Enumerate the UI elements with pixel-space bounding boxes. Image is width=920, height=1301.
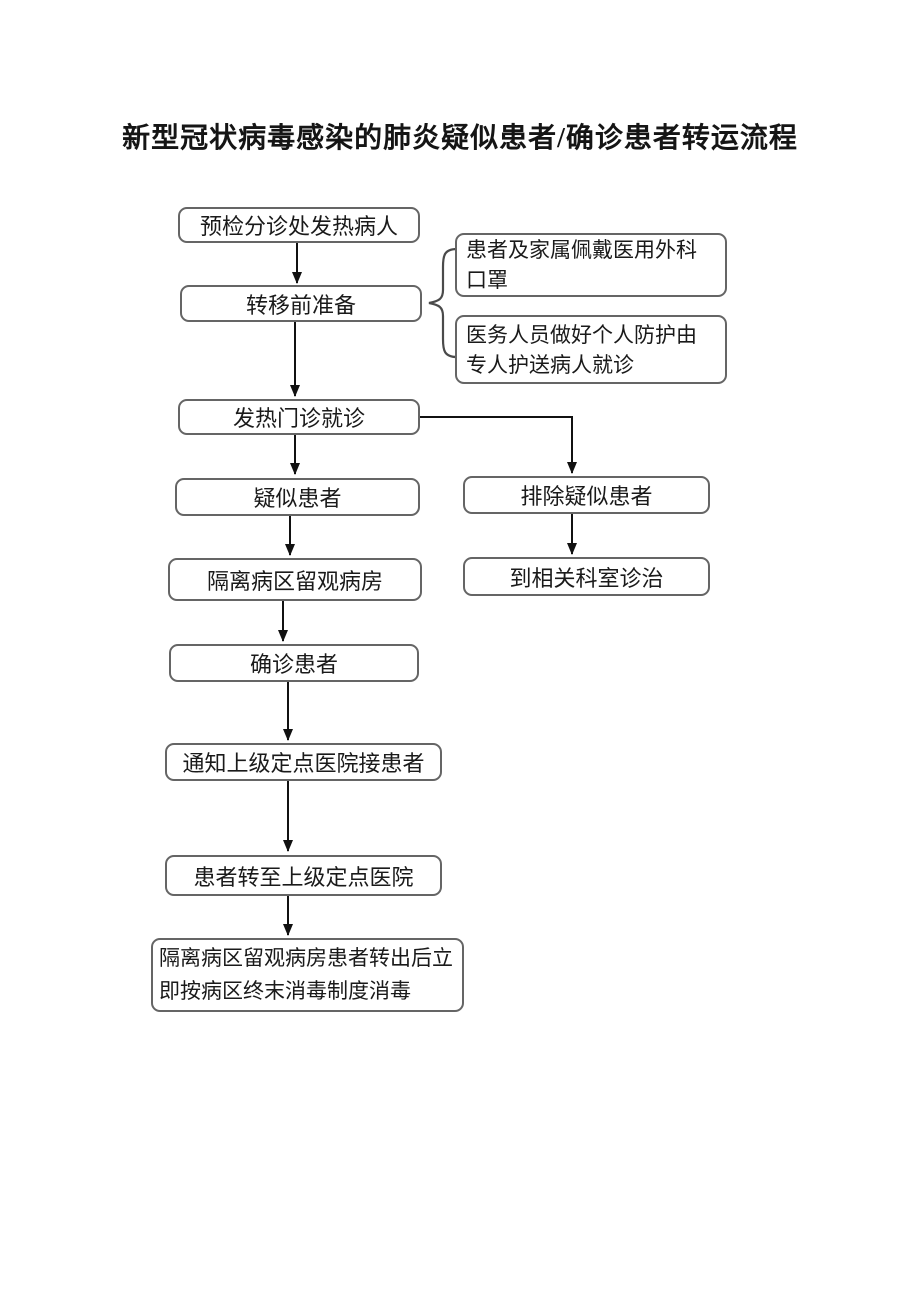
node-terminal-disinfection: 隔离病区留观病房患者转出后立即按病区终末消毒制度消毒 xyxy=(151,938,464,1012)
node-prep: 转移前准备 xyxy=(180,285,422,322)
node-note-mask: 患者及家属佩戴医用外科口罩 xyxy=(455,233,727,297)
node-confirmed: 确诊患者 xyxy=(169,644,419,682)
brace-prep-notes xyxy=(428,247,459,359)
node-notify-hospital: 通知上级定点医院接患者 xyxy=(165,743,442,781)
node-suspected: 疑似患者 xyxy=(175,478,420,516)
node-isolation-ward: 隔离病区留观病房 xyxy=(168,558,422,601)
node-note-staff: 医务人员做好个人防护由专人护送病人就诊 xyxy=(455,315,727,384)
arrow-fever-clinic-to-excluded xyxy=(420,416,577,474)
node-transfer-hospital: 患者转至上级定点医院 xyxy=(165,855,442,896)
node-excluded: 排除疑似患者 xyxy=(463,476,710,514)
node-triage: 预检分诊处发热病人 xyxy=(178,207,420,243)
node-fever-clinic: 发热门诊就诊 xyxy=(178,399,420,435)
node-relevant-dept: 到相关科室诊治 xyxy=(463,557,710,596)
page-title: 新型冠状病毒感染的肺炎疑似患者/确诊患者转运流程 xyxy=(122,123,798,154)
